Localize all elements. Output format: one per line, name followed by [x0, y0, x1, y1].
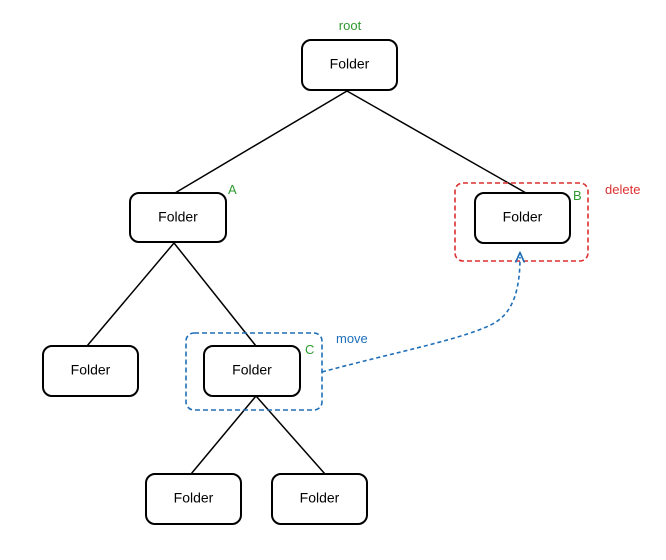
move-arrow — [321, 257, 520, 373]
edge-root-to-a — [174, 90, 348, 194]
edge-c-to-c-right — [255, 395, 326, 475]
label-a: A — [228, 182, 237, 197]
edge-a-to-a-left — [86, 242, 175, 347]
edge-c-to-c-left — [190, 395, 257, 475]
label-root: root — [339, 18, 362, 33]
node-c: Folder — [203, 345, 301, 397]
node-b-label: Folder — [503, 209, 543, 225]
node-c-left: Folder — [145, 473, 242, 525]
node-a-left: Folder — [42, 345, 139, 397]
node-a-label: Folder — [158, 209, 198, 225]
label-b: B — [573, 188, 582, 203]
node-c-right-label: Folder — [300, 490, 340, 506]
node-a-left-label: Folder — [71, 362, 111, 378]
delete-highlight-box — [454, 182, 589, 262]
node-a: Folder — [129, 192, 227, 243]
edge-a-to-c — [173, 242, 257, 347]
node-root-label: Folder — [330, 56, 370, 72]
label-move: move — [336, 331, 368, 346]
label-c: C — [305, 342, 314, 357]
node-c-label: Folder — [232, 362, 272, 378]
node-root: Folder — [301, 39, 398, 91]
node-c-right: Folder — [271, 473, 368, 525]
edge-root-to-b — [346, 90, 527, 194]
node-c-left-label: Folder — [174, 490, 214, 506]
node-b: Folder — [474, 192, 571, 244]
label-delete: delete — [605, 182, 640, 197]
